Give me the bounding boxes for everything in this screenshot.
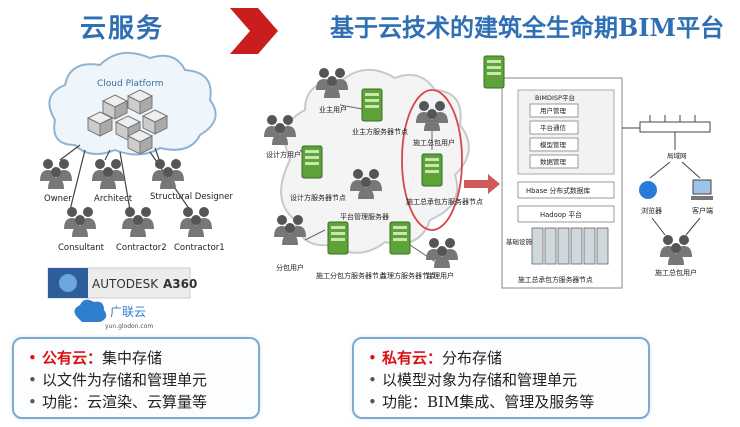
node-designer-user: 设计方用户 xyxy=(266,150,301,159)
gc-user-right-label: 施工总包用户 xyxy=(655,268,697,277)
role-architect: Architect xyxy=(94,194,133,204)
supervisor-user-icon xyxy=(426,238,458,268)
private-cloud-text: 分布存储 xyxy=(442,349,503,367)
sub-server-icon xyxy=(327,221,349,255)
node-sub-server: 施工分包方服务器节点 xyxy=(316,271,386,280)
private-cloud-label: 私有云： xyxy=(382,349,443,367)
glodon-label: 广联云 xyxy=(110,305,146,319)
role-contractor2: Contractor2 xyxy=(116,243,167,253)
infra-label: 基础设施 xyxy=(506,237,533,246)
browser-icon xyxy=(639,181,657,199)
right-title: 基于云技术的建筑全生命期BIM平台 xyxy=(330,13,725,42)
node-gc-user: 施工总包用户 xyxy=(413,138,455,147)
contractor2-group-icon xyxy=(122,207,154,237)
node-supervisor-user: 监理用户 xyxy=(426,271,454,280)
public-cloud-text: 集中存储 xyxy=(102,349,163,367)
a360-label: A360 xyxy=(163,277,197,291)
bimdisp-server-icon xyxy=(483,55,505,89)
lan-switch-icon xyxy=(639,121,711,133)
public-cloud-label: 公有云： xyxy=(42,349,103,367)
node-supervisor-server: 监理方服务器节点 xyxy=(380,271,436,280)
client-computer-icon xyxy=(692,179,712,195)
a360-logo-icon xyxy=(59,274,77,292)
node-platform-server: 平台管理服务器 xyxy=(340,212,389,221)
module-user-mgmt: 用户管理 xyxy=(540,106,567,115)
chevron-arrow-icon xyxy=(230,8,278,54)
client-label: 客户端 xyxy=(692,206,713,215)
infra-racks-icon xyxy=(531,227,609,265)
role-owner: Owner xyxy=(44,194,72,204)
module-data-mgmt: 数据管理 xyxy=(540,157,567,166)
bimdisp-footer: 施工总承包方服务器节点 xyxy=(518,275,593,284)
private-cloud-box: •私有云：分布存储 •以模型对象为存储和管理单元 •功能：BIM集成、管理及服务… xyxy=(352,337,650,419)
highlight-ellipse xyxy=(401,89,463,231)
private-cloud-item-2: 功能：BIM集成、管理及服务等 xyxy=(382,393,595,411)
left-diagram: Cloud Platform Owner Architect Structura… xyxy=(40,51,233,330)
supervisor-server-icon xyxy=(389,221,411,255)
node-designer-server: 设计方服务器节点 xyxy=(290,193,346,202)
owner-group-icon xyxy=(40,159,72,189)
gc-server-icon xyxy=(421,153,443,187)
node-owner-user: 业主用户 xyxy=(319,105,347,114)
diagram-canvas: Cloud Platform Owner Architect Structura… xyxy=(0,8,713,330)
structural-designer-group-icon xyxy=(152,159,184,189)
role-consultant: Consultant xyxy=(58,243,105,253)
role-contractor1: Contractor1 xyxy=(174,243,225,253)
contractor1-group-icon xyxy=(180,207,212,237)
hadoop-label: Hadoop 平台 xyxy=(540,210,582,219)
role-structural-designer: Structural Designer xyxy=(150,192,233,202)
lan-label: 局域网 xyxy=(667,151,687,160)
left-title: 云服务 xyxy=(80,14,165,44)
node-owner-server: 业主方服务器节点 xyxy=(352,127,408,136)
consultant-group-icon xyxy=(64,207,96,237)
private-cloud-item-1: 以模型对象为存储和管理单元 xyxy=(382,371,578,389)
module-model-mgmt: 模型管理 xyxy=(540,140,567,149)
owner-server-icon xyxy=(361,88,383,122)
gc-user-right-icon xyxy=(660,235,692,265)
public-cloud-item-2: 功能：云渲染、云算量等 xyxy=(42,393,208,411)
hbase-label: Hbase 分布式数据库 xyxy=(526,186,590,195)
public-cloud-item-1: 以文件为存储和管理单元 xyxy=(42,371,208,389)
right-diagram: 业主用户 业主方服务器节点 设计方用户 设计方服务器节点 施工总包用户 施工总承… xyxy=(264,55,713,289)
autodesk-label: AUTODESK xyxy=(92,277,159,291)
sub-user-icon xyxy=(274,215,306,245)
glodon-url: yun.glodon.com xyxy=(105,323,153,330)
bimdisp-title: BIMDISP平台 xyxy=(535,93,575,102)
module-platform-comm: 平台通信 xyxy=(540,123,567,132)
glodon-cloud-icon xyxy=(74,299,107,322)
node-sub-user: 分包用户 xyxy=(276,263,304,272)
right-arrow-icon xyxy=(464,174,500,194)
public-cloud-box: •公有云：集中存储 •以文件为存储和管理单元 •功能：云渲染、云算量等 xyxy=(12,337,260,419)
browser-label: 浏览器 xyxy=(641,206,662,215)
node-gc-server: 施工总承包方服务器节点 xyxy=(406,197,483,206)
architect-group-icon xyxy=(92,159,124,189)
cloud-platform-label: Cloud Platform xyxy=(97,79,164,89)
designer-server-icon xyxy=(301,145,323,179)
